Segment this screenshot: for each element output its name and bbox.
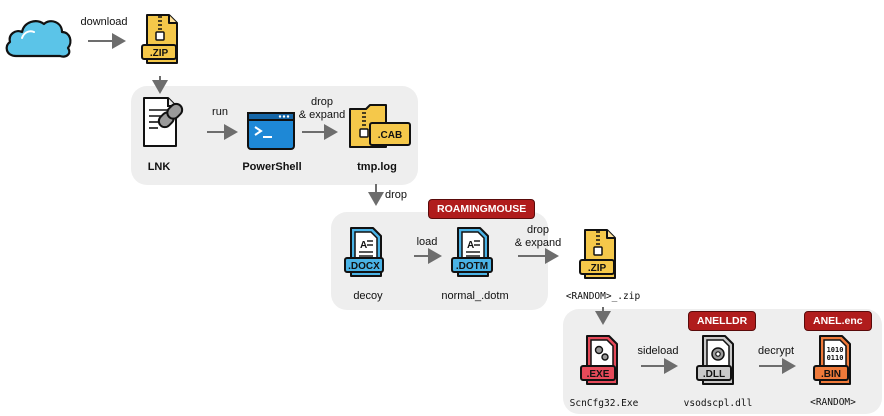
- label-drop-expand-1-line2: & expand: [298, 109, 346, 121]
- label-drop-expand-1-line1: drop: [310, 96, 334, 108]
- cab-folder-icon: .CAB: [349, 104, 411, 148]
- label-powershell: PowerShell: [242, 161, 302, 173]
- docx-file-icon: A .DOCX: [344, 227, 384, 277]
- label-normal-dotm: normal_.dotm: [441, 290, 509, 302]
- badge-roamingmouse: ROAMINGMOUSE: [428, 199, 536, 219]
- powershell-icon: [247, 112, 295, 150]
- bin-bits-line2: 0110: [827, 354, 844, 362]
- zip-tag-random: .ZIP: [588, 263, 607, 274]
- label-load: load: [416, 236, 438, 248]
- label-sideload: sideload: [637, 345, 679, 357]
- zip-file-icon-random: .ZIP: [579, 229, 616, 279]
- dotm-file-icon: A .DOTM: [451, 227, 493, 277]
- label-decoy: decoy: [353, 290, 383, 302]
- label-drop-expand-2-line1: drop: [526, 224, 550, 236]
- label-random-bin: <RANDOM>: [810, 397, 856, 408]
- label-drop-expand-2-line2: & expand: [514, 237, 562, 249]
- dll-tag: .DLL: [703, 369, 725, 380]
- label-tmp-log: tmp.log: [357, 161, 397, 173]
- bin-tag: .BIN: [821, 369, 841, 380]
- bin-file-icon: 1010 0110 .BIN: [813, 335, 851, 385]
- label-drop-expand-1: drop & expand: [298, 96, 346, 122]
- zip-tag-top: .ZIP: [150, 48, 169, 59]
- badge-anel-enc: ANEL.enc: [804, 311, 872, 331]
- svg-text:A: A: [467, 240, 474, 251]
- cab-tag: .CAB: [378, 130, 402, 141]
- label-lnk: LNK: [147, 161, 171, 173]
- bin-bits-line1: 1010: [827, 346, 844, 354]
- exe-tag: .EXE: [587, 369, 610, 380]
- label-drop-expand-2: drop & expand: [510, 224, 566, 250]
- label-random-zip: <RANDOM>_.zip: [565, 291, 641, 302]
- svg-text:A: A: [360, 240, 367, 251]
- label-vsodscpl: vsodscpl.dll: [683, 398, 753, 409]
- exe-file-icon: .EXE: [580, 335, 618, 385]
- zip-file-icon: .ZIP: [141, 14, 178, 64]
- lnk-shortcut-icon: [143, 97, 184, 147]
- dll-file-icon: .DLL: [696, 335, 734, 385]
- label-run: run: [212, 106, 228, 118]
- label-drop: drop: [384, 189, 408, 201]
- dotm-tag: .DOTM: [456, 261, 488, 272]
- label-decrypt: decrypt: [757, 345, 795, 357]
- label-scncfg32: ScnCfg32.Exe: [569, 398, 639, 409]
- label-download: download: [80, 16, 128, 28]
- docx-tag: .DOCX: [348, 261, 380, 272]
- badge-anelldr: ANELLDR: [688, 311, 757, 331]
- cloud-icon: [5, 20, 72, 58]
